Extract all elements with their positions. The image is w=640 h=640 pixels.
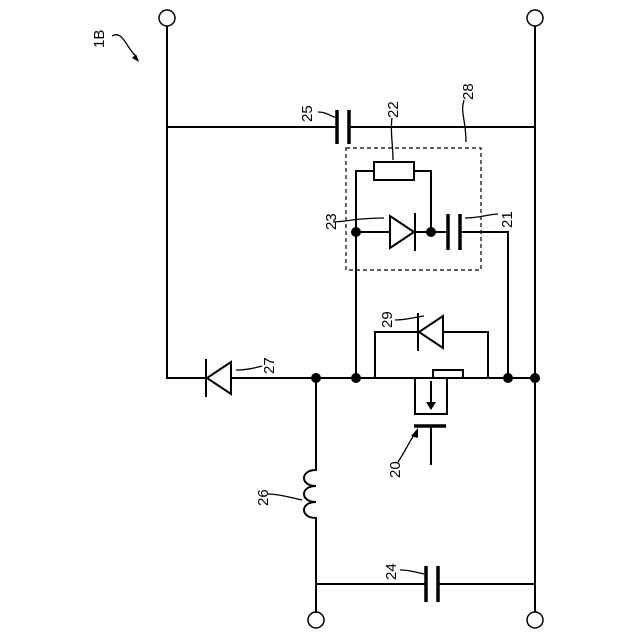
inductor-26: 26 (255, 378, 316, 612)
figure-label-group: 1B (91, 30, 139, 62)
inductor-26-label: 26 (255, 489, 272, 506)
resistor-22-label: 22 (385, 101, 402, 118)
terminal-top-left (159, 10, 175, 26)
capacitor-21-label: 21 (499, 211, 516, 228)
node-bus-box (351, 373, 361, 383)
diode-29: 29 (375, 311, 488, 378)
figure-label-arrowhead (132, 54, 139, 62)
transistor-20: 20 (387, 370, 463, 478)
terminal-top-right (527, 10, 543, 26)
box-28-label: 28 (460, 83, 477, 100)
node-bus-cap21 (503, 373, 513, 383)
diode-27-label: 27 (261, 357, 278, 374)
capacitor-24: 24 (316, 563, 535, 602)
node-bus-right (530, 373, 540, 383)
node-box-mid (426, 227, 436, 237)
terminal-bottom-right (527, 612, 543, 628)
capacitor-25: 25 (167, 105, 535, 144)
figure-label: 1B (91, 30, 108, 48)
diode-23-label: 23 (323, 213, 340, 230)
diode-29-label: 29 (379, 311, 396, 328)
terminal-bottom-left (308, 612, 324, 628)
capacitor-24-label: 24 (383, 563, 400, 580)
transistor-20-label: 20 (387, 461, 404, 478)
resistor-22: 22 (356, 101, 431, 232)
capacitor-25-label: 25 (299, 105, 316, 122)
capacitor-21: 21 (448, 211, 516, 378)
diode-27: 27 (206, 357, 278, 396)
